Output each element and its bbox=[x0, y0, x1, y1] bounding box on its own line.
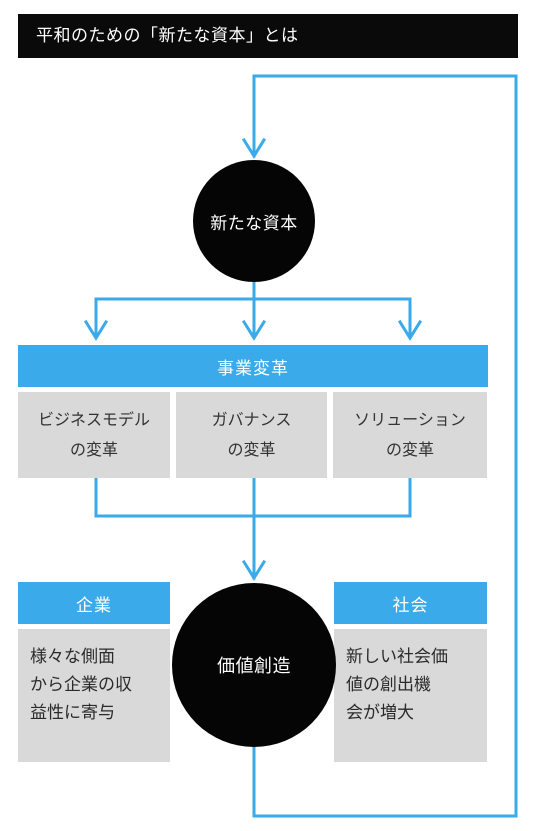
box-label-line: の変革 bbox=[227, 440, 276, 459]
box-label-line: ソリューション bbox=[354, 410, 466, 429]
feedback-loop-line bbox=[252, 74, 518, 818]
description-line: 値の創出機 bbox=[346, 675, 431, 695]
branch-arrowhead-right bbox=[397, 319, 423, 341]
business-transformation-header: 事業変革 bbox=[18, 345, 488, 387]
society-description: 新しい社会価 値の創出機 会が増大 bbox=[334, 629, 487, 762]
new-capital-node: 新たな資本 bbox=[193, 160, 315, 282]
branch-arrowhead-center bbox=[241, 319, 267, 341]
company-header: 企業 bbox=[18, 582, 170, 624]
diagram-title: 平和のための「新たな資本」とは bbox=[18, 14, 518, 58]
box-label-line: ビジネスモデル bbox=[37, 410, 150, 429]
box-label-line: ガバナンス bbox=[211, 410, 292, 429]
description-line: 益性に寄与 bbox=[30, 703, 115, 723]
box-label-line: の変革 bbox=[385, 440, 434, 459]
merge-arrowhead bbox=[241, 559, 267, 581]
feedback-loop-arrowhead bbox=[241, 137, 267, 159]
branch-line bbox=[94, 280, 412, 339]
business-model-transformation-box: ビジネスモデル の変革 bbox=[18, 392, 170, 478]
society-header: 社会 bbox=[334, 582, 487, 624]
description-line: 新しい社会価 bbox=[346, 647, 448, 667]
governance-transformation-box: ガバナンス の変革 bbox=[176, 392, 327, 478]
description-line: から企業の収 bbox=[30, 675, 132, 695]
description-line: 会が増大 bbox=[346, 703, 414, 723]
company-description: 様々な側面 から企業の収 益性に寄与 bbox=[18, 629, 170, 762]
description-line: 様々な側面 bbox=[30, 647, 115, 667]
box-label-line: の変革 bbox=[69, 440, 118, 459]
solution-transformation-box: ソリューション の変革 bbox=[333, 392, 487, 478]
branch-arrowhead-left bbox=[83, 319, 109, 341]
merge-line bbox=[94, 476, 412, 580]
value-creation-node: 価値創造 bbox=[172, 583, 336, 747]
